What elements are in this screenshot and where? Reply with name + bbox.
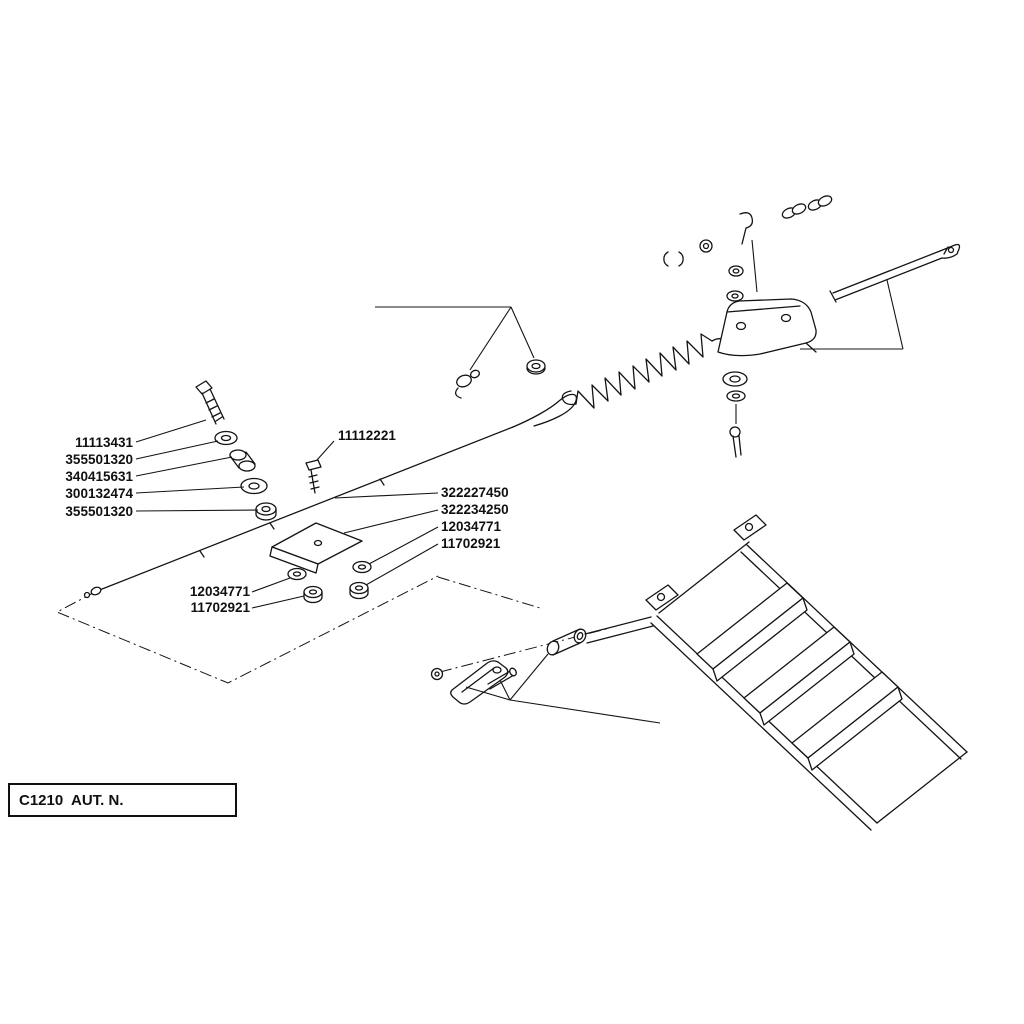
part-label: 11112221	[338, 428, 396, 443]
bolt-hardware-stack	[195, 380, 277, 521]
ring	[699, 239, 713, 253]
connecting-rod	[584, 616, 654, 644]
washer-large	[240, 477, 268, 495]
bolt-threads	[308, 474, 320, 490]
washer	[722, 371, 748, 387]
leader-lines	[135, 419, 439, 609]
part-label: 11702921	[191, 600, 251, 615]
washer	[726, 390, 746, 402]
dashdot-construction-lines	[55, 575, 611, 684]
part-label: 11113431	[75, 435, 133, 450]
upper-rod	[800, 243, 961, 350]
upper-callout-lines	[375, 306, 535, 371]
bracket-hole	[780, 313, 792, 323]
bolt-shaft	[201, 388, 225, 425]
pin	[487, 669, 515, 690]
plate-hole	[313, 539, 323, 547]
clevis-end	[939, 243, 961, 259]
clevis-assembly	[430, 616, 661, 724]
mounting-ear	[733, 514, 767, 541]
ladder-step	[791, 671, 903, 771]
part-label: 340415631	[65, 469, 133, 484]
drawing-code: C1210 AUT. N.	[19, 791, 124, 809]
cotter-pin	[732, 435, 742, 458]
part-label: 12034771	[190, 584, 251, 599]
part-label: 12034771	[441, 519, 502, 534]
bolt-head	[195, 380, 213, 395]
cable-drawing	[83, 393, 577, 599]
bolt-head	[305, 459, 322, 471]
nut	[349, 581, 369, 595]
chain-link	[791, 203, 807, 215]
lower-callout-lines	[465, 653, 661, 724]
washer	[287, 567, 307, 581]
title-box: C1210 AUT. N.	[8, 783, 237, 817]
bracket	[717, 298, 817, 357]
spacer	[229, 449, 247, 461]
bracket-plate	[269, 522, 363, 574]
bracket-hole	[735, 321, 747, 331]
spring-left-eye	[561, 390, 577, 406]
nut	[303, 585, 323, 599]
spring-drawing	[561, 333, 732, 409]
bushing	[546, 640, 560, 656]
washer	[352, 560, 372, 574]
part-label: 355501320	[65, 504, 133, 519]
chain-link	[817, 195, 833, 207]
step-ladder	[645, 514, 968, 831]
below-bracket-hardware	[722, 371, 748, 458]
ladder-step	[743, 626, 855, 726]
nut	[255, 502, 277, 516]
hook-clip	[739, 212, 754, 245]
mounting-ear	[645, 584, 679, 611]
part-label: 355501320	[65, 452, 133, 467]
cotter-pin-head	[729, 426, 741, 438]
washer	[726, 290, 744, 302]
part-label: 322234250	[441, 502, 509, 517]
washer	[214, 430, 238, 446]
clip	[663, 251, 684, 267]
spring-coils	[575, 333, 713, 409]
part-label: 322227450	[441, 485, 509, 500]
part-label: 11702921	[441, 536, 501, 551]
plate-fasteners	[287, 560, 372, 604]
upper-bracket-assembly	[663, 195, 833, 357]
bolt-threads	[205, 398, 221, 418]
bolt-shaft	[310, 469, 316, 494]
part-label: 300132474	[65, 486, 133, 501]
washer	[430, 667, 444, 681]
part-labels: 11113431 355501320 340415631 300132474 3…	[65, 428, 508, 615]
cable-clamp	[454, 369, 481, 399]
cable-end-fitting	[90, 586, 102, 596]
ladder-step	[696, 582, 808, 682]
grommet	[526, 359, 546, 375]
nut	[728, 265, 744, 277]
clamp-bolt	[305, 459, 322, 494]
plate-front-face	[269, 546, 319, 574]
